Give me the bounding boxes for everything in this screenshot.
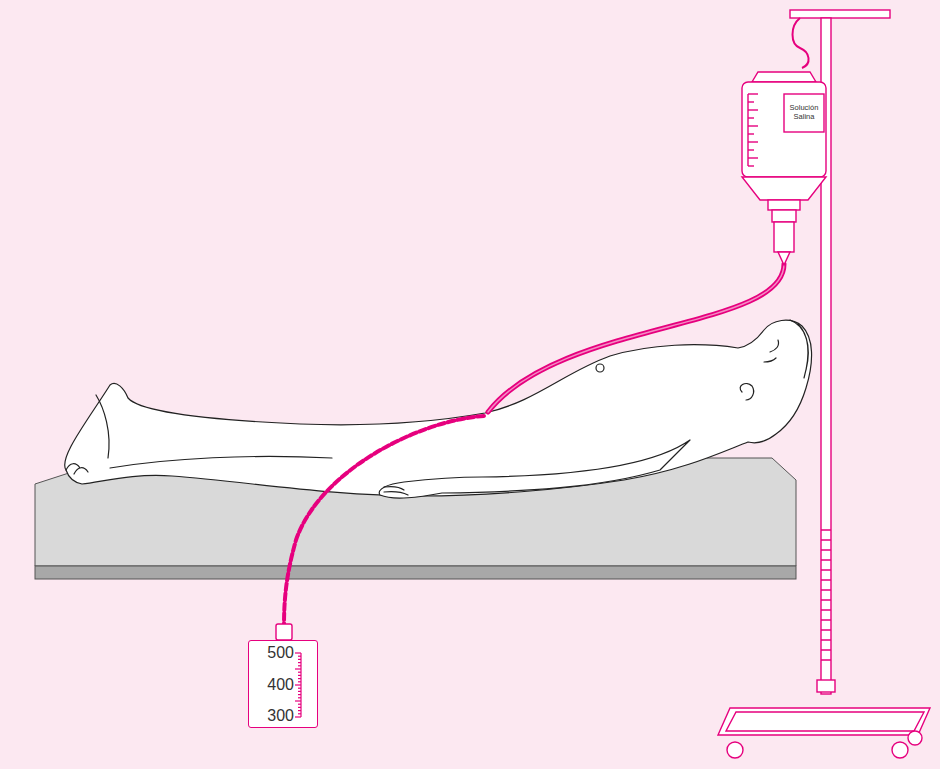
scale-tick [295,652,301,653]
bag-funnel [742,177,826,200]
bag-graduation [747,94,748,166]
bag-port [772,210,796,222]
scale-tick [298,704,301,705]
toes [66,464,88,474]
iv-tube-core [488,264,784,412]
hook [793,18,809,68]
pole-base [718,708,930,735]
scale-tick [298,697,301,698]
iv-tube [488,264,784,412]
body-outline [65,320,812,496]
scale-tick [298,688,301,689]
bag-top [752,72,816,82]
scale-tick [298,710,301,711]
arm [379,440,690,498]
wheel [892,742,908,758]
bag-graduation [748,93,758,94]
bag-graduation [748,133,754,134]
far-foot [96,395,109,458]
drip-tip [778,252,790,265]
scale-tick [298,662,301,663]
scale-number: 400 [249,676,294,695]
drain-tube [284,416,484,626]
scale-tick [295,668,301,669]
scale-tick [298,691,301,692]
scale-tick [298,694,301,695]
ear [740,384,753,400]
scale-tick [298,681,301,682]
scale-tick [295,716,301,717]
bag-graduation [748,157,758,158]
fingers [384,487,408,495]
bag-graduation [748,141,758,142]
iv-pole [718,10,930,758]
bag-graduation [748,117,754,118]
pole-scale [821,530,831,660]
wheel [908,731,922,745]
pole-bar [790,10,890,18]
bag-body [742,82,826,177]
bottle-scale [295,653,301,717]
saline-bag [742,72,826,265]
scale-tick [295,700,301,701]
face [764,340,779,362]
bottle-cap [276,624,292,640]
pole-collar [817,680,835,692]
scale-tick [298,659,301,660]
scale-tick [298,713,301,714]
bag-graduation [748,101,754,102]
patient [65,320,812,498]
bag-label-text: Solución Salina [784,94,824,132]
node-outline [728,60,840,270]
saline-bag: Solución Salina [728,60,840,270]
bag-graduation [748,149,754,150]
wheel [727,742,743,758]
scale-tick [298,656,301,657]
scale-number: 300 [249,707,294,726]
bag-label [784,94,824,132]
scale-tick [295,684,301,685]
scale-tick [298,672,301,673]
scale-number: 500 [249,644,294,663]
table-edge [35,566,796,579]
bag-graduation [748,125,758,126]
collection-bottle: 500 400 300 [248,640,318,728]
bag-neck [768,200,800,210]
pole-base-rim [726,712,924,731]
drip-chamber [774,222,794,252]
leg-line [110,456,332,468]
bag-graduation [748,165,754,166]
nipple [596,364,604,372]
scale-tick [298,707,301,708]
scale-tick [298,675,301,676]
hair [790,320,808,378]
tubes [276,264,784,640]
scale-tick [298,665,301,666]
bag-graduation [748,109,758,110]
scale-tick [298,678,301,679]
